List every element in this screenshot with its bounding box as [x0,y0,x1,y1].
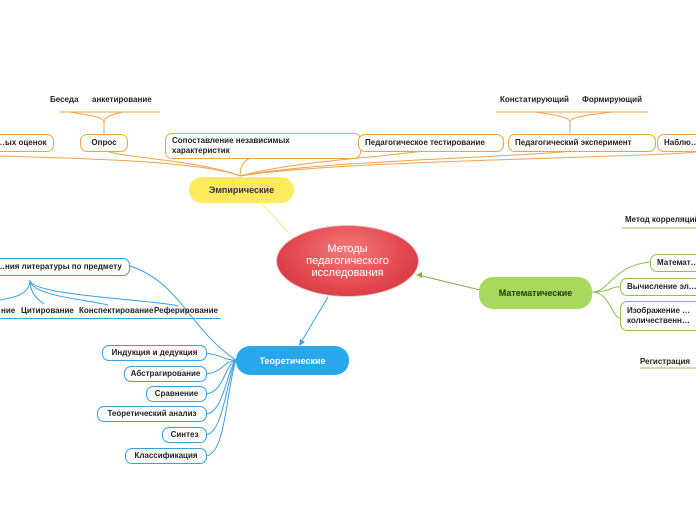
theoretical-item-analysis-label: Теоретический анализ [107,409,197,418]
survey-child-questionnaire[interactable]: анкетирование [92,95,152,105]
theoretical-literature-label: …ния литературы по предмету [0,262,122,271]
empirical-comparison-label: Сопоставление независимых характеристик [172,136,290,155]
survey-child-conversation[interactable]: Беседа [50,95,79,105]
empirical-comparison[interactable]: Сопоставление независимых характеристик [165,133,361,159]
empirical-ped-experiment-label: Педагогический эксперимент [515,138,632,147]
empirical-evaluations[interactable]: …ых оценок [0,134,54,152]
central-node[interactable]: Методы педагогического исследования [276,225,419,297]
branch-mathematical-label: Математические [498,288,573,298]
literature-child-quoting[interactable]: Цитирование [18,306,77,319]
mathematical-correlation-label: Метод корреляций [625,215,696,224]
theoretical-item-induction-label: Индукция и дедукция [111,348,198,357]
mathematical-item-3-label: Изображение … количественн… [627,306,691,325]
empirical-ped-testing-label: Педагогическое тестирование [365,138,485,147]
survey-child-conversation-label: Беседа [50,95,79,104]
experiment-child-stating-label: Констатирующий [500,95,569,104]
central-node-label: Методы педагогического исследования [306,243,389,279]
empirical-observation[interactable]: Наблю… [657,134,696,152]
branch-mathematical[interactable]: Математические [479,277,592,309]
empirical-observation-label: Наблю… [664,138,696,147]
literature-child-summarizing[interactable]: Конспектирование [76,306,157,319]
theoretical-item-abstraction[interactable]: Абстрагирование [124,366,207,382]
survey-child-questionnaire-label: анкетирование [92,95,152,104]
branch-theoretical-label: Теоретические [259,355,326,366]
theoretical-item-comparison-label: Сравнение [154,389,199,398]
theoretical-item-classification[interactable]: Классификация [125,448,207,464]
empirical-evaluations-label: …ых оценок [0,138,47,147]
mathematical-item-1[interactable]: Математ… [650,254,696,272]
empirical-survey-label: Опрос [91,138,117,147]
literature-child-abstracting[interactable]: Реферирование [151,306,221,319]
theoretical-item-classification-label: Классификация [134,451,198,460]
empirical-ped-testing[interactable]: Педагогическое тестирование [358,134,504,152]
arrow-central-theoretical [299,339,305,346]
literature-child-1[interactable]: …ние [0,306,19,319]
literature-child-abstracting-label: Реферирование [154,306,218,315]
branch-theoretical[interactable]: Теоретические [236,346,349,375]
theoretical-item-synthesis-label: Синтез [170,430,199,439]
mathematical-item-1-label: Математ… [657,258,696,267]
empirical-ped-experiment[interactable]: Педагогический эксперимент [508,134,656,152]
mathematical-item-3[interactable]: Изображение … количественн… [620,301,696,331]
theoretical-item-synthesis[interactable]: Синтез [162,427,207,443]
theoretical-item-induction[interactable]: Индукция и дедукция [102,345,207,361]
branch-empirical[interactable]: Эмпирические [189,177,294,203]
literature-child-1-label: …ние [0,306,16,315]
literature-child-quoting-label: Цитирование [21,306,74,315]
mathematical-registration-label: Регистрация [640,357,691,366]
theoretical-item-abstraction-label: Абстрагирование [130,369,201,378]
experiment-child-forming-label: Формирующий [582,95,642,104]
mathematical-item-2[interactable]: Вычисление эл… [620,278,696,296]
experiment-child-forming[interactable]: Формирующий [582,95,642,105]
mathematical-correlation[interactable]: Метод корреляций [622,215,696,227]
theoretical-item-analysis[interactable]: Теоретический анализ [97,406,207,422]
branch-empirical-label: Эмпирические [208,185,275,195]
link-central-empirical [261,203,291,235]
mathematical-registration[interactable]: Регистрация [640,357,690,367]
theoretical-literature[interactable]: …ния литературы по предмету [0,258,130,276]
mathematical-item-2-label: Вычисление эл… [627,282,696,291]
link-central-mathematical [417,274,481,291]
arrow-central-mathematical [416,272,422,278]
literature-child-summarizing-label: Конспектирование [79,306,154,315]
theoretical-item-comparison[interactable]: Сравнение [146,386,207,402]
empirical-survey[interactable]: Опрос [80,134,128,152]
experiment-child-stating[interactable]: Констатирующий [500,95,569,105]
link-central-theoretical [299,296,329,345]
